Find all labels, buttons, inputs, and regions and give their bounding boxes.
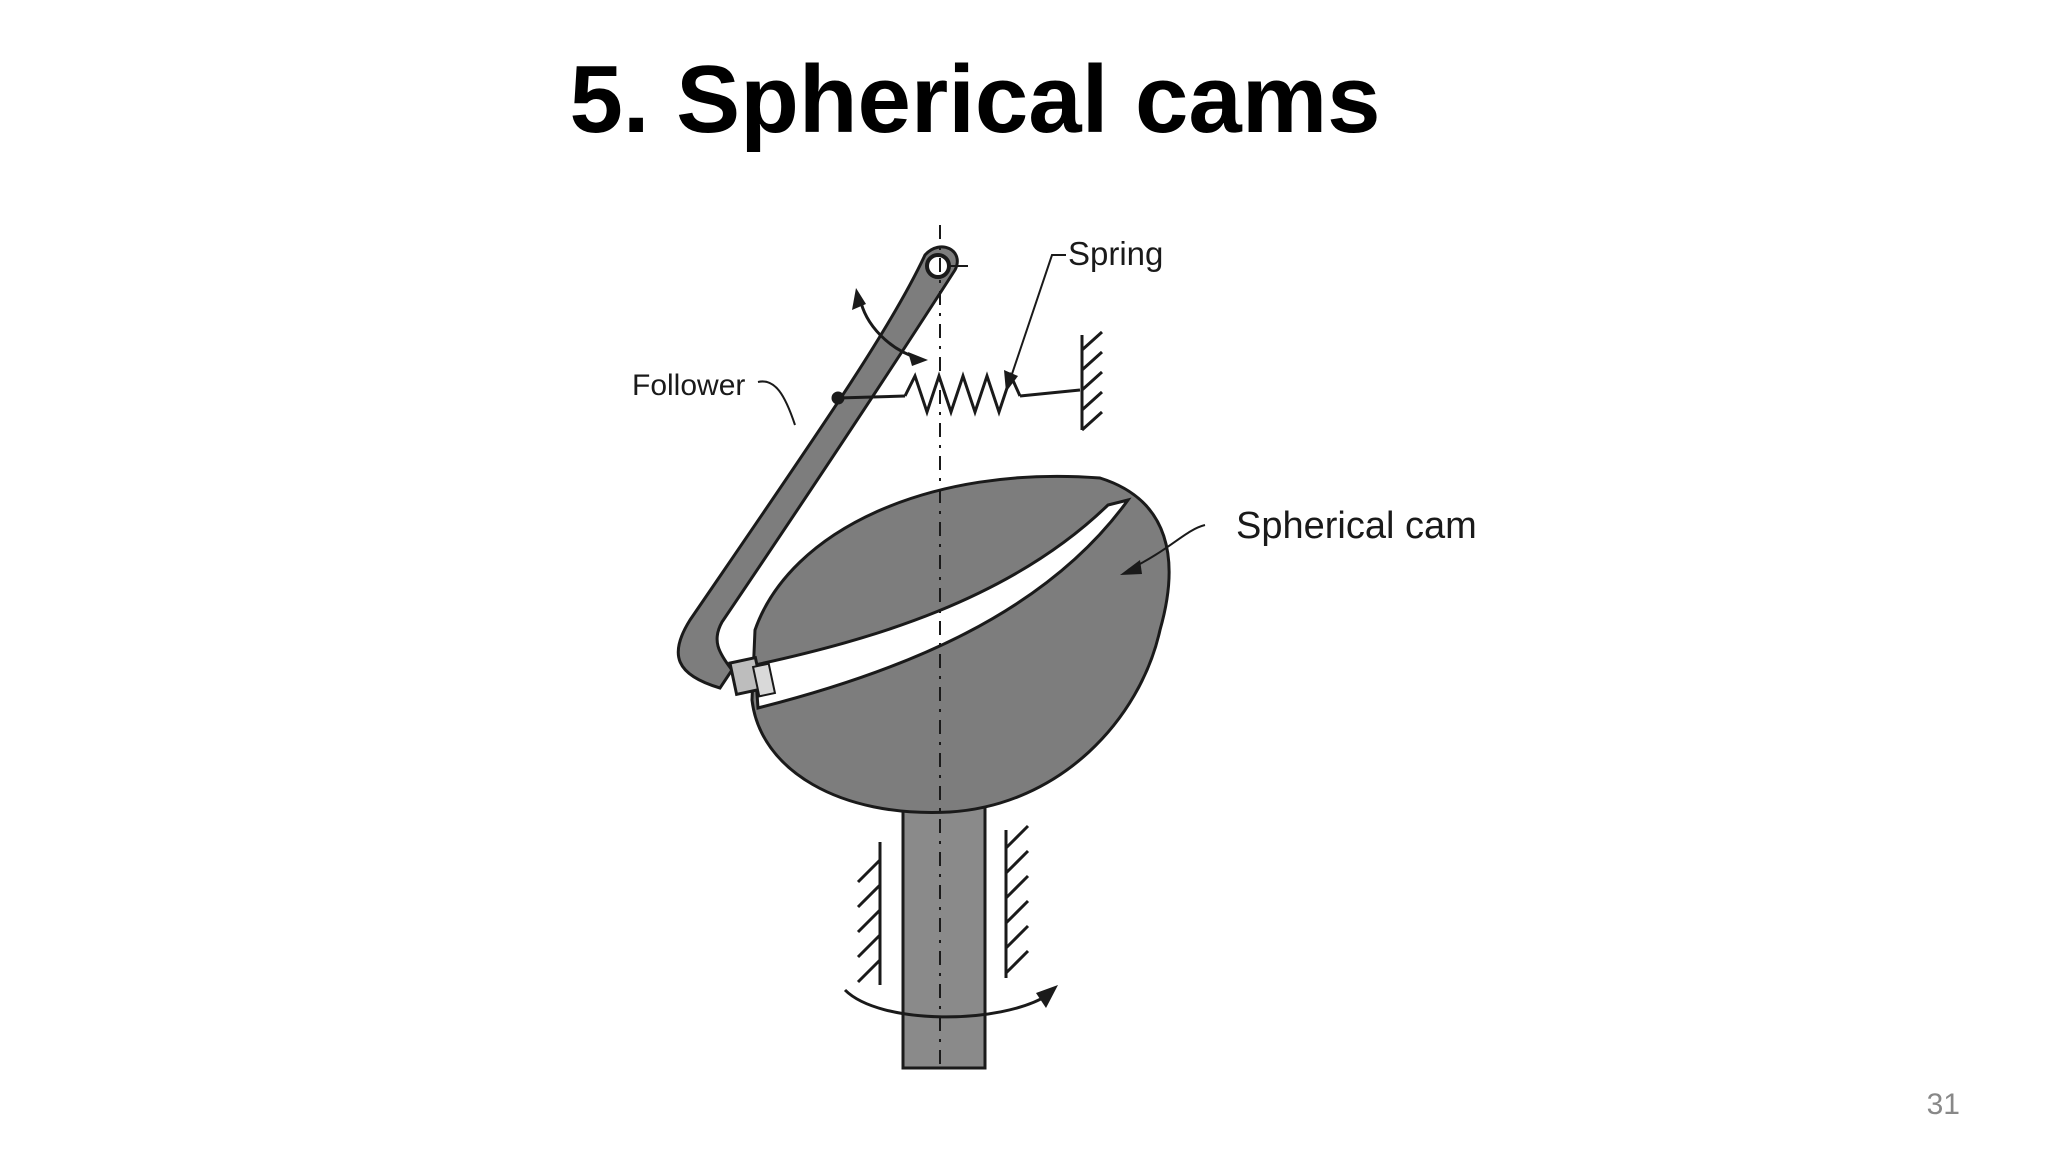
spring [831, 371, 1081, 417]
slide-title: 5. Spherical cams [569, 46, 1381, 153]
follower-leader [757, 380, 796, 426]
spring-fixed-wall [1080, 330, 1104, 432]
cam-leader [1120, 524, 1206, 575]
follower-arm [676, 245, 959, 690]
spring-leader [1004, 254, 1066, 392]
spherical-cam-label: Spherical cam [1236, 505, 1477, 547]
shaft-rotation-arrow-icon [843, 985, 1058, 1019]
shaft-bearing-right [1004, 824, 1030, 978]
cam-shaft [901, 788, 987, 1070]
spring-label: Spring [1068, 235, 1163, 272]
shaft-bearing-left [856, 842, 882, 985]
follower-swing-arrow-icon [852, 288, 928, 366]
follower-pivot [925, 253, 951, 279]
follower-contact-block-2 [751, 662, 777, 698]
page-number: 31 [1926, 1088, 1960, 1121]
cam-groove [753, 497, 1132, 710]
follower-label: Follower [632, 369, 745, 402]
